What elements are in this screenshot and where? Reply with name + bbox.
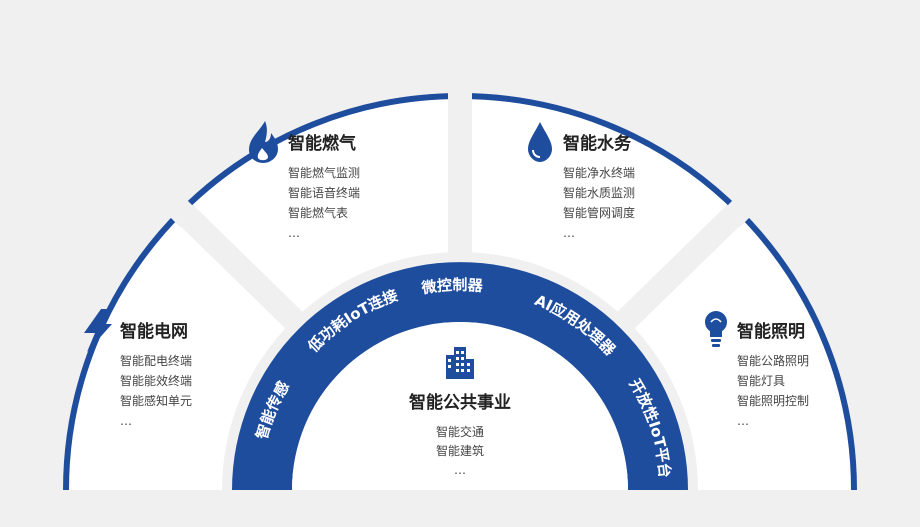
center-disc	[292, 322, 628, 490]
segment-separators	[126, 30, 794, 337]
segment-smart-gas: 智能燃气 智能燃气监测 智能语音终端 智能燃气表 …	[249, 121, 360, 240]
building-icon	[446, 347, 474, 379]
lightbulb-icon	[705, 311, 727, 347]
lightning-icon	[84, 309, 112, 352]
segment-item: 智能灯具	[737, 373, 785, 388]
segment-title: 智能燃气	[288, 133, 356, 154]
segment-smart-water: 智能水务 智能净水终端 智能水质监测 智能管网调度 …	[528, 122, 635, 240]
segment-item: 智能公路照明	[737, 353, 809, 368]
segment-item: 智能净水终端	[563, 165, 635, 180]
segment-item: 智能配电终端	[120, 353, 192, 368]
segment-item: …	[737, 414, 749, 428]
segment-smart-grid: 智能电网 智能配电终端 智能能效终端 智能感知单元 …	[84, 309, 192, 428]
ring-label: 微控制器	[419, 276, 484, 298]
center-item: 智能交通	[436, 424, 484, 439]
segment-item: …	[563, 226, 575, 240]
ring-label-group: 微控制器	[419, 276, 484, 298]
segment-item: 智能能效终端	[120, 373, 192, 388]
segment-item: 智能感知单元	[120, 393, 192, 408]
segment-item: 智能管网调度	[563, 205, 635, 220]
center-title: 智能公共事业	[409, 392, 511, 413]
flame-icon	[249, 121, 278, 163]
center-item: 智能建筑	[436, 443, 484, 458]
center-block: 智能公共事业 智能交通 智能建筑 …	[409, 347, 511, 477]
segment-title: 智能照明	[737, 321, 805, 342]
segment-item: 智能语音终端	[288, 185, 360, 200]
arc-gaps	[163, 80, 757, 228]
segment-item: …	[120, 414, 132, 428]
flame-inner	[257, 148, 268, 161]
segment-title: 智能电网	[120, 321, 188, 342]
segment-item: 智能照明控制	[737, 393, 809, 408]
segment-item: 智能燃气监测	[288, 165, 360, 180]
segment-item: 智能燃气表	[288, 205, 348, 220]
segment-smart-lighting: 智能照明 智能公路照明 智能灯具 智能照明控制 …	[705, 311, 809, 428]
segment-item: 智能水质监测	[563, 185, 635, 200]
drop-highlight	[532, 149, 541, 158]
center-item: …	[454, 463, 466, 477]
technology-band	[232, 262, 688, 490]
segment-item: …	[288, 226, 300, 240]
baseline-strip	[0, 490, 920, 523]
segment-title: 智能水务	[563, 133, 632, 154]
